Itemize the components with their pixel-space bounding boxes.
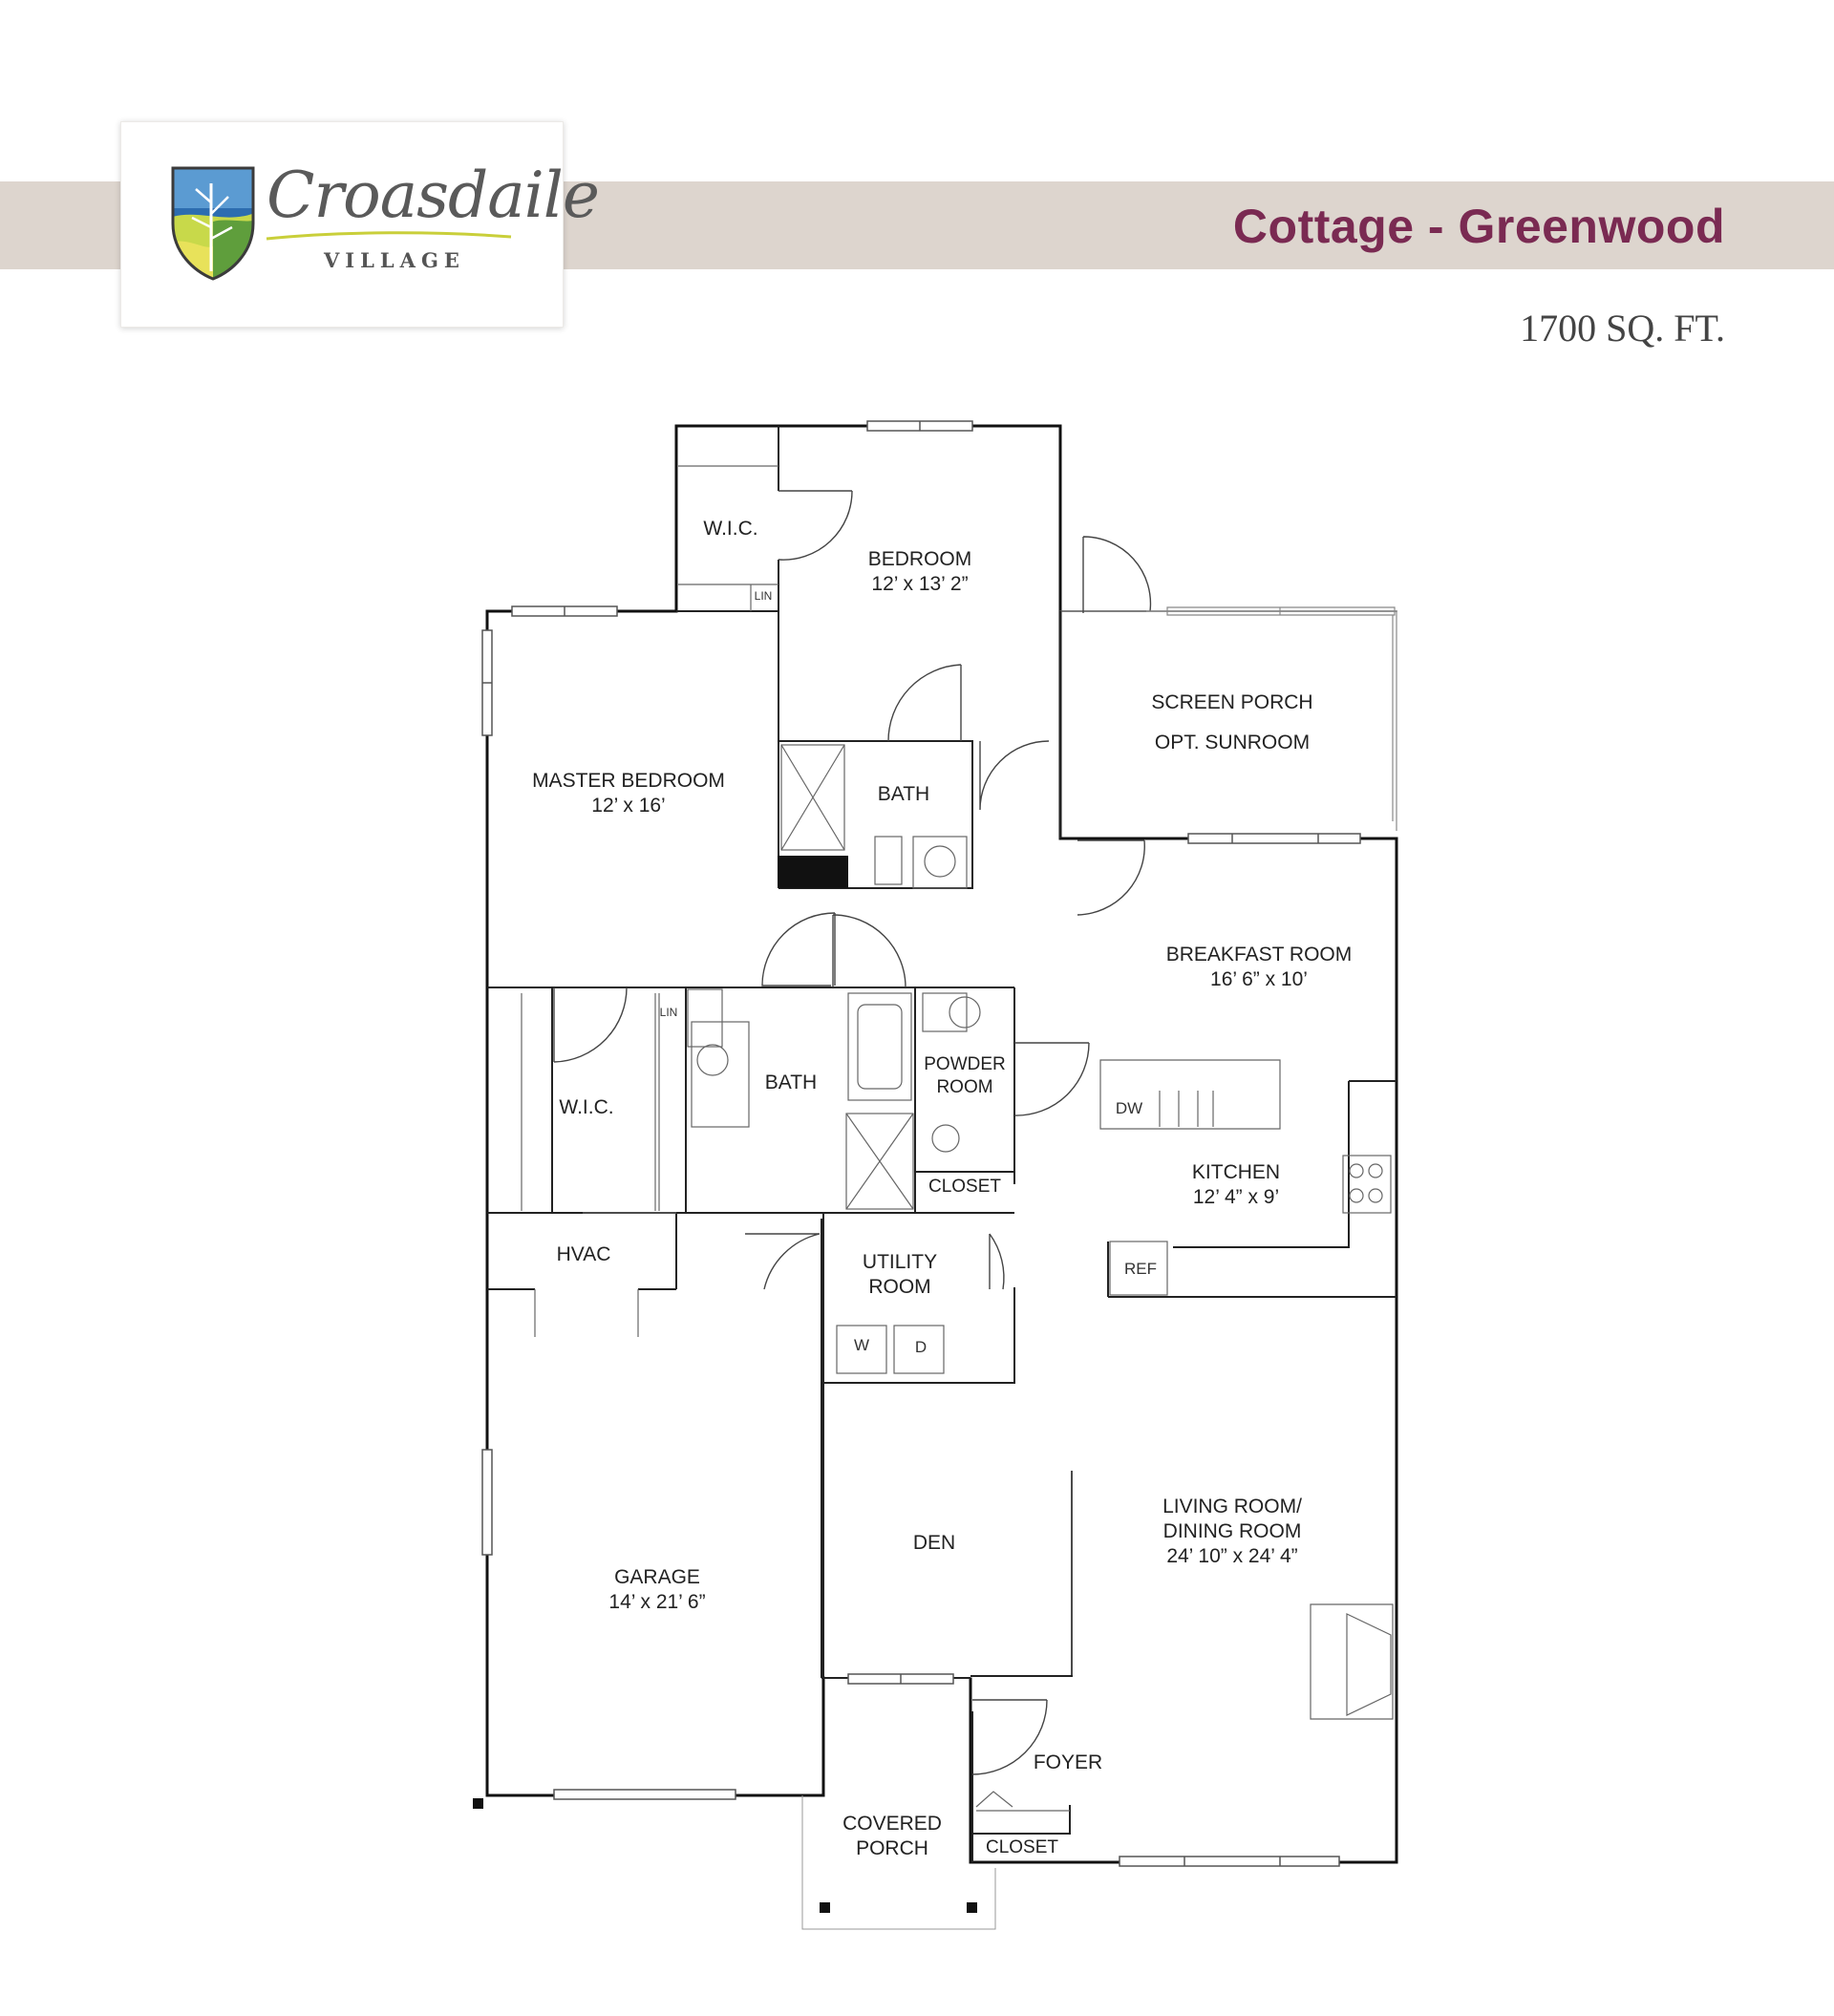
den-label: DEN bbox=[913, 1532, 955, 1554]
logo-card: Croasdaile VILLAGE bbox=[120, 121, 600, 328]
door-swings bbox=[553, 490, 1152, 1775]
living-room-label-2: DINING ROOM bbox=[1163, 1520, 1302, 1542]
logo-village-text: VILLAGE bbox=[324, 248, 465, 272]
page-title: Cottage - Greenwood bbox=[1232, 200, 1725, 253]
bedroom-label: BEDROOM bbox=[868, 548, 972, 570]
sunroom-label: OPT. SUNROOM bbox=[1155, 732, 1310, 753]
dryer-label: D bbox=[915, 1338, 927, 1356]
covered-porch-label-2: PORCH bbox=[856, 1837, 928, 1859]
interior-walls bbox=[487, 426, 1397, 1862]
dishwasher-label: DW bbox=[1116, 1099, 1142, 1117]
breakfast-room-label: BREAKFAST ROOM bbox=[1166, 944, 1353, 966]
hvac-label: HVAC bbox=[557, 1243, 611, 1265]
foyer-label: FOYER bbox=[1034, 1751, 1102, 1773]
covered-porch-outline bbox=[801, 1795, 996, 1930]
living-room-dims: 24’ 10” x 24’ 4” bbox=[1166, 1545, 1297, 1567]
garage-label: GARAGE bbox=[614, 1566, 700, 1588]
utility-room-label-2: ROOM bbox=[868, 1276, 930, 1298]
bath-master-label: BATH bbox=[765, 1072, 817, 1093]
kitchen-label: KITCHEN bbox=[1192, 1161, 1280, 1183]
bath-upper-label: BATH bbox=[878, 783, 929, 805]
lin-mid-label: LIN bbox=[660, 1006, 678, 1019]
master-bedroom-label: MASTER BEDROOM bbox=[532, 770, 725, 792]
refrigerator-label: REF bbox=[1124, 1260, 1157, 1278]
wic-top-label: W.I.C. bbox=[703, 518, 757, 540]
shield-logo-icon bbox=[171, 166, 255, 281]
posts bbox=[473, 856, 977, 1913]
powder-room-label-2: ROOM bbox=[936, 1077, 992, 1097]
exterior-walls bbox=[485, 424, 1398, 1864]
logo-wordmark: Croasdaile bbox=[267, 159, 600, 232]
screen-porch-screens bbox=[1146, 606, 1397, 831]
windows bbox=[481, 420, 1361, 1867]
lin-top-label: LIN bbox=[755, 589, 773, 603]
wic-master-label: W.I.C. bbox=[559, 1096, 613, 1118]
garage-dims: 14’ x 21’ 6” bbox=[608, 1591, 705, 1613]
bedroom-dims: 12’ x 13’ 2” bbox=[871, 573, 968, 595]
washer-label: W bbox=[854, 1336, 869, 1354]
closet-foyer-label: CLOSET bbox=[986, 1837, 1058, 1857]
kitchen-dims: 12’ 4” x 9’ bbox=[1193, 1186, 1279, 1208]
breakfast-room-dims: 16’ 6” x 10’ bbox=[1210, 968, 1308, 990]
garage-hvac-lines bbox=[534, 1212, 1073, 1678]
square-footage: 1700 SQ. FT. bbox=[1520, 307, 1725, 350]
screen-porch-label: SCREEN PORCH bbox=[1151, 691, 1312, 713]
utility-room-label-1: UTILITY bbox=[863, 1251, 937, 1273]
logo-swoosh bbox=[266, 231, 512, 241]
powder-room-label-1: POWDER bbox=[924, 1054, 1006, 1074]
master-bedroom-dims: 12’ x 16’ bbox=[591, 795, 665, 817]
living-room-label-1: LIVING ROOM/ bbox=[1162, 1496, 1302, 1517]
closet-mid-label: CLOSET bbox=[928, 1177, 1001, 1197]
covered-porch-label-1: COVERED bbox=[842, 1813, 942, 1835]
